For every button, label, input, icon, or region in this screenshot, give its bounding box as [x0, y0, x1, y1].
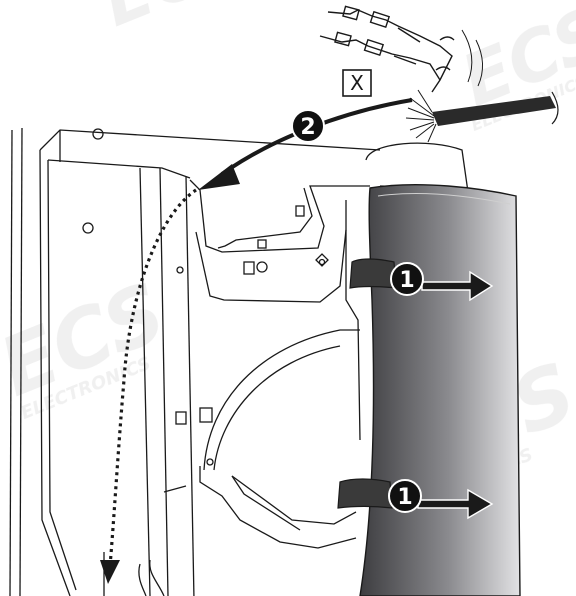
wiring-connectors	[319, 5, 483, 93]
step-1-number-lower: 1	[397, 485, 412, 510]
step-1-number: 1	[399, 268, 414, 293]
dotted-cable-route	[100, 188, 197, 584]
watermark-brand: ECS	[91, 0, 258, 43]
pull-arrow-bottom: 1	[337, 478, 494, 520]
step-2-number: 2	[300, 115, 315, 140]
pull-arrow-top: 1	[349, 258, 494, 302]
cable-bundle	[405, 89, 559, 143]
step-2-badge	[291, 109, 325, 143]
removed-trim-panel	[359, 183, 521, 596]
connector-x-label: X	[342, 69, 372, 97]
step-1-badge	[390, 262, 424, 296]
x-box-text: X	[350, 71, 364, 95]
routing-arrow-step-2: 2	[198, 98, 413, 190]
step-1-badge-lower	[388, 479, 422, 513]
